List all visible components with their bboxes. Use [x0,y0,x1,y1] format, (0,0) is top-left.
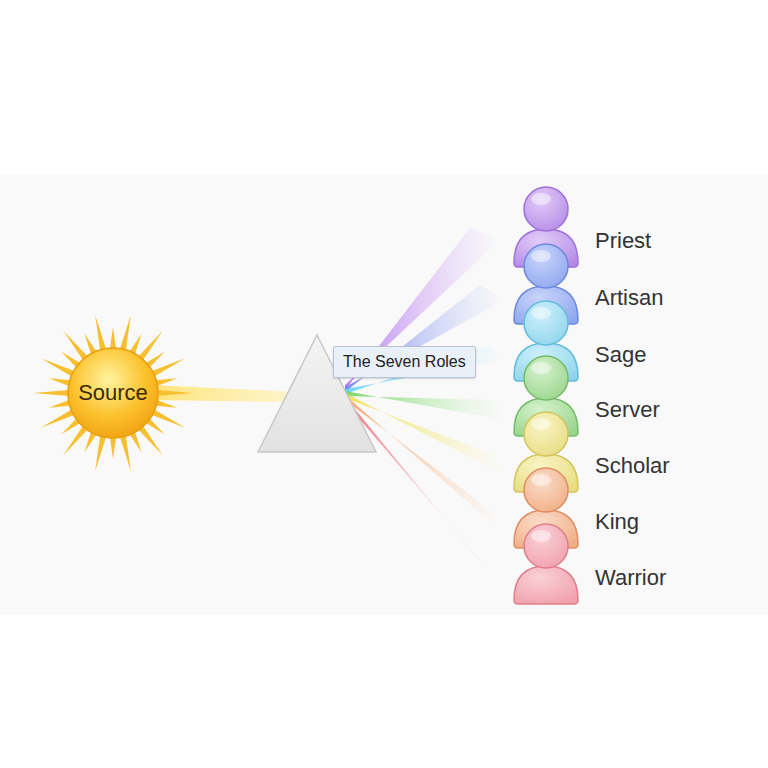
box-label: The Seven Roles [343,353,466,371]
role-label: Artisan [595,285,663,311]
person-head [524,356,568,400]
sun-ray [95,315,106,351]
sun-ray [110,327,116,349]
sun-node: Source [31,311,195,475]
sun-ray [120,315,131,351]
role-label: King [595,509,639,535]
sun-ray [41,409,75,427]
head-highlight [531,307,551,319]
person-head [524,412,568,456]
person-head [524,468,568,512]
sun-ray [151,358,185,376]
person-head [524,524,568,568]
sun-label: Source [78,380,148,406]
person-head [524,187,568,231]
role-figure: Warrior [508,516,748,606]
person-icon [508,516,584,606]
sun-ray [95,435,106,471]
head-highlight [531,418,551,430]
sun-ray [120,435,131,471]
head-highlight [531,193,551,205]
head-highlight [531,474,551,486]
sun-disc [68,348,158,438]
sun-ray [138,425,163,455]
sun-ray [155,400,177,408]
person-head [524,244,568,288]
role-label: Scholar [595,453,670,479]
role-label: Sage [595,342,646,368]
role-label: Priest [595,228,651,254]
sun-ray [49,400,71,408]
head-highlight [531,250,551,262]
person-body [514,566,578,604]
title-box: The Seven Roles [333,346,476,378]
sun-ray [33,390,69,396]
sun-ray [155,378,177,386]
person-head [524,301,568,345]
sun-ray [41,358,75,376]
sun-ray [157,390,193,396]
head-highlight [531,362,551,374]
sun-ray [49,378,71,386]
sun-ray [63,331,88,361]
role-label: Warrior [595,565,666,591]
head-highlight [531,530,551,542]
sun-ray [151,409,185,427]
sun-ray [110,437,116,459]
role-label: Server [595,397,660,423]
